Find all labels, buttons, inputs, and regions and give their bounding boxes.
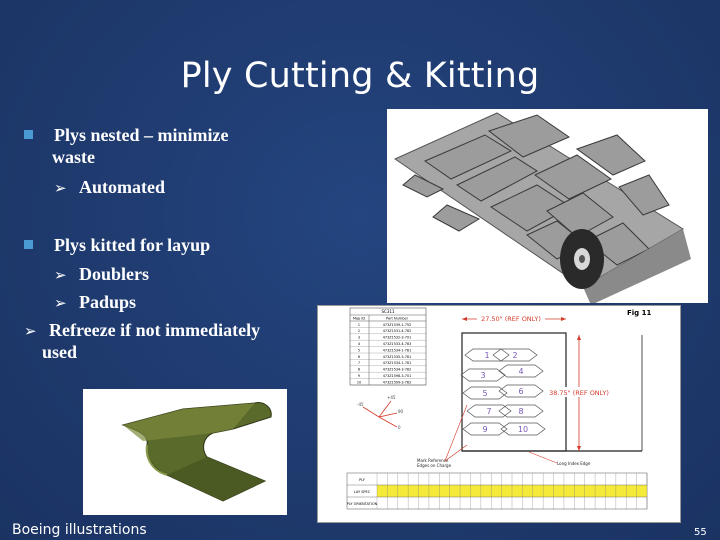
ply-outline bbox=[460, 368, 506, 382]
ply-outline bbox=[498, 364, 544, 378]
part-map-id: 1 bbox=[358, 323, 360, 327]
part-map-id: 2 bbox=[358, 329, 360, 333]
part-number: 473Z1534-3-782 bbox=[383, 368, 412, 372]
col-part-header: Part Number bbox=[386, 317, 409, 321]
part-map-id: 3 bbox=[358, 336, 360, 340]
orient-label: +45 bbox=[387, 395, 396, 400]
bullet-text: Plys nested – minimize bbox=[54, 125, 229, 145]
arrow-bullet-icon: ➢ bbox=[24, 322, 37, 340]
ply-outline bbox=[498, 384, 544, 398]
arrow-bullet-icon: ➢ bbox=[54, 266, 67, 284]
orientation-symbol bbox=[362, 400, 398, 428]
footer-credit: Boeing illustrations bbox=[12, 522, 147, 538]
ply-table-row-label: PLY ORIENTATION bbox=[347, 502, 378, 506]
bullet-text: Refreeze if not immediately bbox=[49, 320, 261, 340]
part-number: 473Z1531-4-782 bbox=[383, 329, 412, 333]
part-map-id: 10 bbox=[357, 380, 361, 384]
square-bullet-icon bbox=[24, 130, 33, 139]
part-map-id: 6 bbox=[358, 355, 360, 359]
sub-bullet-text: Padups bbox=[79, 292, 137, 312]
square-bullet-icon bbox=[24, 240, 33, 249]
part-number: 473Z1534-1-781 bbox=[383, 361, 412, 365]
ply-number: 7 bbox=[486, 407, 491, 416]
part-number: 473Z1533-4-783 bbox=[383, 342, 412, 346]
orient-label: -45 bbox=[357, 402, 364, 407]
ply-number: 5 bbox=[482, 389, 487, 398]
ply-outlines bbox=[460, 348, 546, 436]
ply-outline bbox=[462, 422, 508, 436]
dim-top-label: 27.50" (REF ONLY) bbox=[481, 315, 541, 323]
orient-label: 90 bbox=[398, 409, 404, 414]
bullet-text: Plys kitted for layup bbox=[54, 235, 211, 255]
ply-numbers: 1 2 3 4 5 6 7 8 9 10 bbox=[480, 351, 528, 434]
col-map-header: Map ID bbox=[353, 317, 366, 321]
ply-outline bbox=[500, 422, 546, 436]
ply-number: 2 bbox=[512, 351, 517, 360]
part-map-id: 5 bbox=[358, 348, 360, 352]
arrow-bullet-icon: ➢ bbox=[54, 179, 67, 197]
bullet-text-cont: used bbox=[42, 342, 78, 362]
ply-table: PLY LAY SPEC PLY ORIENTATION bbox=[346, 472, 648, 510]
part-map-id: 8 bbox=[358, 368, 360, 372]
formed-part-image bbox=[83, 389, 287, 515]
part-map-id: 4 bbox=[358, 342, 360, 346]
nested-plies-roll-image bbox=[387, 109, 708, 305]
part-number: 473Z1598-3-701 bbox=[383, 374, 412, 378]
sub-bullet-text: Automated bbox=[79, 177, 165, 197]
ply-number: 8 bbox=[518, 407, 523, 416]
ply-table-row-label: LAY SPEC bbox=[354, 490, 371, 494]
ply-table-row-label: PLY bbox=[359, 478, 366, 482]
ply-outline bbox=[498, 404, 544, 418]
parts-rows: 1 473Z1539-1-792 2 473Z1531-4-782 3 473Z1532-… bbox=[350, 323, 426, 386]
ply-number: 9 bbox=[482, 425, 487, 434]
part-number: 473Z1539-1-792 bbox=[383, 323, 412, 327]
part-map-id: 7 bbox=[358, 361, 360, 365]
part-number: 473Z1532-3-791 bbox=[383, 336, 412, 340]
ply-outline bbox=[466, 404, 512, 418]
arrow-bullet-icon: ➢ bbox=[54, 294, 67, 312]
fig-label: Fig 11 bbox=[627, 309, 651, 317]
part-number: 473Z1599-3-782 bbox=[383, 380, 412, 384]
slide-title: Ply Cutting & Kitting bbox=[180, 56, 540, 96]
table-header: SC311 bbox=[382, 309, 395, 314]
ply-number: 10 bbox=[518, 425, 528, 434]
part-number: 473Z1534-1-781 bbox=[383, 348, 412, 352]
ply-number: 1 bbox=[484, 351, 489, 360]
part-map-id: 9 bbox=[358, 374, 360, 378]
ply-number: 4 bbox=[518, 367, 523, 376]
ply-outline bbox=[464, 348, 510, 362]
orient-label: 0 bbox=[398, 425, 401, 430]
note-long-index: Long Index Edge bbox=[557, 461, 591, 466]
bullet-text-cont: waste bbox=[52, 147, 95, 167]
ply-outline bbox=[462, 386, 508, 400]
ply-kit-drawing-image: SC311 Map ID Part Number 1 473Z1539-1-792… bbox=[317, 305, 681, 523]
page-number: 55 bbox=[694, 527, 707, 538]
ply-number: 6 bbox=[518, 387, 523, 396]
sub-bullet-text: Doublers bbox=[79, 264, 150, 284]
ply-outline bbox=[492, 348, 538, 362]
dim-side-label: 38.75" (REF ONLY) bbox=[549, 389, 609, 397]
ply-number: 3 bbox=[480, 371, 485, 380]
part-number: 473Z1535-3-781 bbox=[383, 355, 412, 359]
